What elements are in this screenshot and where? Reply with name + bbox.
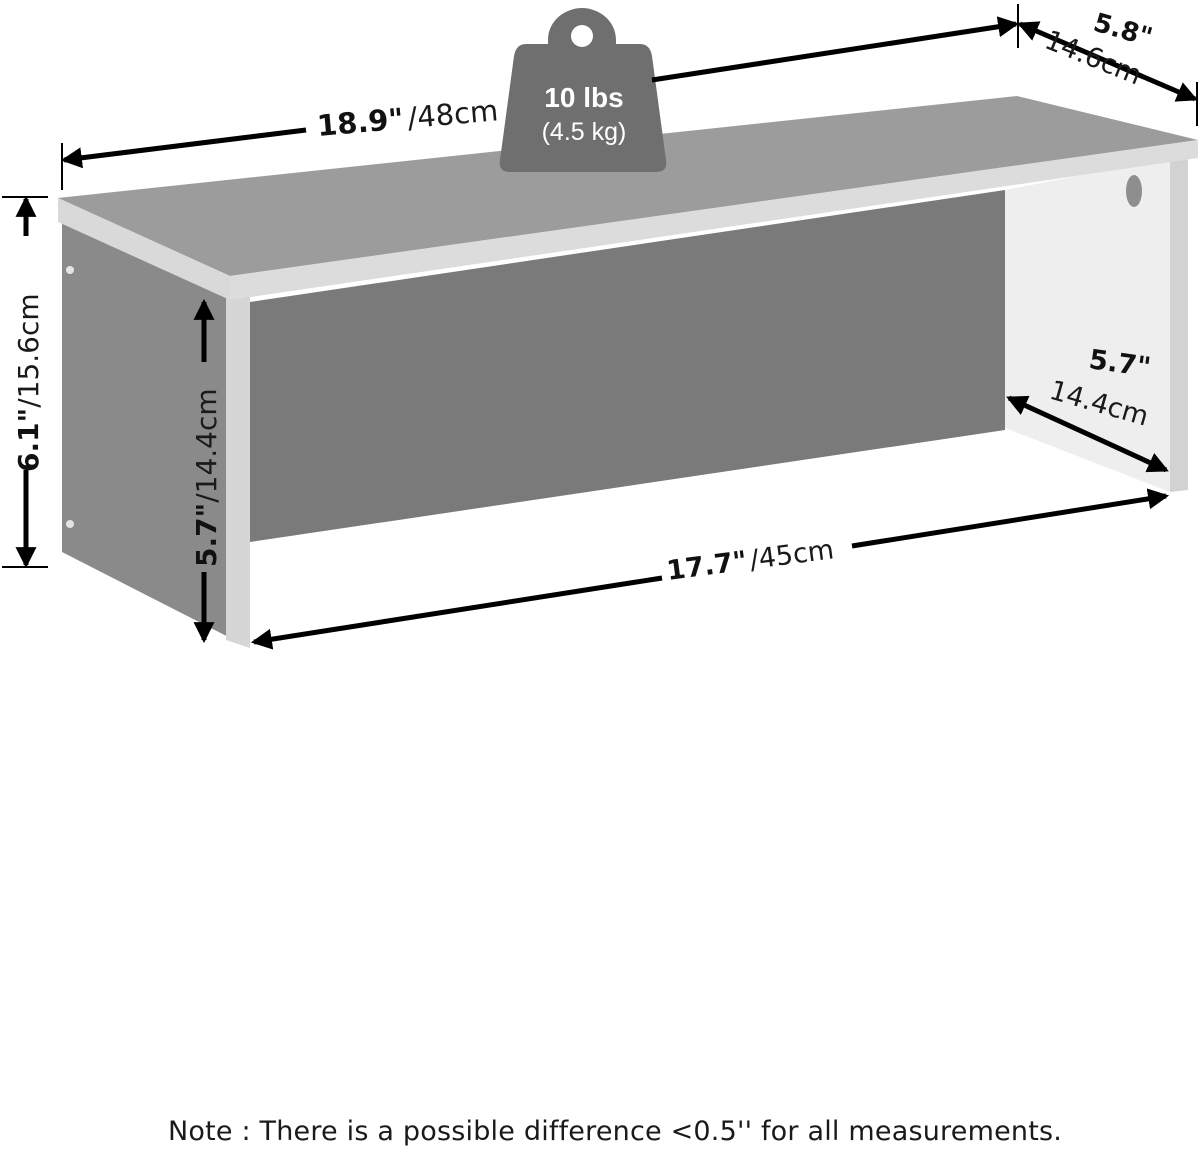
inner-height-label: 5.7"/14.4cm [190, 388, 223, 567]
shelf-unit [58, 96, 1198, 648]
weight-ring-hole [571, 25, 593, 47]
top-depth-arrow [1017, 21, 1198, 102]
inner-width-arrow-left [250, 575, 663, 650]
inner-width-arrow-right [851, 488, 1170, 549]
inner-depth-arrow [1006, 395, 1169, 473]
screw-hole [66, 520, 74, 528]
top-width-label: 18.9"/48cm [316, 93, 500, 143]
top-width-arrow-left [60, 127, 307, 169]
weight-badge: 10 lbs (4.5 kg) [499, 8, 667, 172]
top-right-edge [230, 140, 1198, 300]
left-side-front-edge [226, 294, 250, 648]
top-width-arrow-right [651, 16, 1020, 83]
inner-width-label: 17.7"/45cm [665, 534, 836, 587]
total-height-label: 6.1"/15.6cm [12, 293, 45, 472]
weight-value: 10 lbs [544, 82, 623, 113]
top-surface [58, 96, 1198, 276]
weight-icon [499, 8, 667, 172]
measurement-note: Note : There is a possible difference <0… [167, 1116, 1063, 1147]
screw-hole [66, 266, 74, 274]
back-panel [250, 190, 1005, 542]
right-side-panel [1005, 158, 1170, 492]
top-front-edge [58, 198, 230, 300]
weight-metric: (4.5 kg) [542, 118, 627, 146]
dimension-total-height: 6.1"/15.6cm [2, 195, 48, 569]
dimension-inner-height: 5.7"/14.4cm [190, 298, 223, 644]
right-side-front-edge [1170, 154, 1188, 492]
screw-hole [1126, 175, 1142, 207]
dimension-top-width: 18.9"/48cm [60, 4, 1020, 190]
